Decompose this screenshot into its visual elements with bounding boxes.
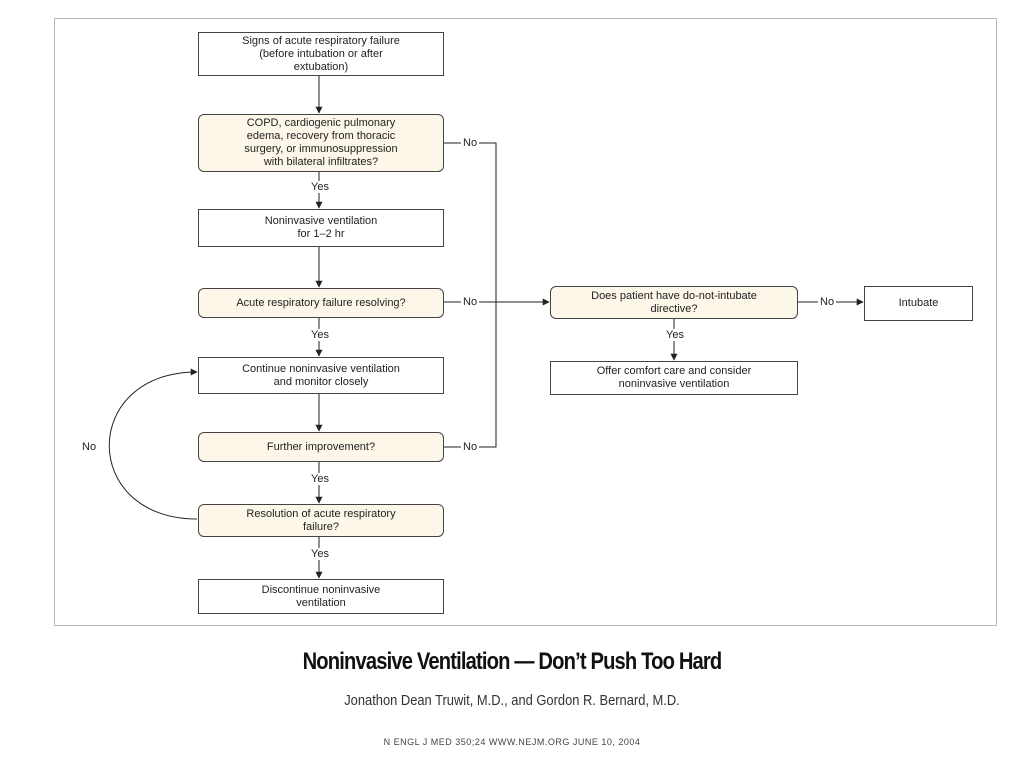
- flowchart-connectors: [108, 76, 864, 579]
- edge-improve-no: [443, 302, 497, 448]
- node-signs-of-failure: Signs of acute respiratory failure (befo…: [198, 32, 444, 76]
- node-dni-question: Does patient have do-not-intubate direct…: [550, 286, 798, 319]
- edge-label-copd-yes: Yes: [309, 181, 331, 193]
- edge-label-improve-yes: Yes: [309, 473, 331, 485]
- edge-label-dni-no: No: [818, 296, 837, 308]
- edge-label-resolution-yes: Yes: [309, 548, 331, 560]
- node-improvement-question: Further improvement?: [198, 432, 444, 462]
- node-resolution-text: Resolution of acute respiratory failure?: [246, 507, 396, 533]
- node-copd-text: COPD, cardiogenic pulmonary edema, recov…: [244, 117, 398, 168]
- node-improve-text: Further improvement?: [266, 440, 376, 453]
- node-continue-text: Continue noninvasive ventilation and mon…: [242, 362, 400, 388]
- node-niv-text: Noninvasive ventilation for 1–2 hr: [264, 215, 378, 240]
- article-title: Noninvasive Ventilation — Don’t Push Too…: [302, 648, 723, 675]
- node-continue-ventilation: Continue noninvasive ventilation and mon…: [198, 357, 444, 394]
- node-discontinue-text: Discontinue noninvasive ventilation: [261, 583, 381, 609]
- node-comfort-care: Offer comfort care and consider noninvas…: [550, 361, 798, 395]
- node-resolution-question: Resolution of acute respiratory failure?: [198, 504, 444, 537]
- node-intubate-text: Intubate: [898, 297, 939, 309]
- article-authors: Jonathon Dean Truwit, M.D., and Gordon R…: [344, 692, 680, 709]
- node-signs-text: Signs of acute respiratory failure (befo…: [242, 34, 400, 73]
- edge-resolution-no-loop: [108, 368, 198, 520]
- node-comfort-text: Offer comfort care and consider noninvas…: [596, 365, 752, 390]
- node-intubate: Intubate: [864, 286, 973, 321]
- edge-label-improve-no: No: [461, 441, 480, 453]
- node-dni-text: Does patient have do-not-intubate direct…: [591, 289, 757, 315]
- edge-label-dni-yes: Yes: [664, 329, 686, 341]
- edge-copd-no: [443, 142, 497, 302]
- node-resolving-question: Acute respiratory failure resolving?: [198, 288, 444, 318]
- article-citation: N ENGL J MED 350;24 WWW.NEJM.ORG JUNE 10…: [383, 737, 641, 747]
- node-noninvasive-ventilation: Noninvasive ventilation for 1–2 hr: [198, 209, 444, 247]
- node-resolving-text: Acute respiratory failure resolving?: [236, 296, 406, 309]
- edge-label-resolving-yes: Yes: [309, 329, 331, 341]
- edge-label-resolution-no: No: [80, 441, 99, 453]
- edge-label-resolving-no: No: [461, 296, 480, 308]
- node-discontinue-ventilation: Discontinue noninvasive ventilation: [198, 579, 444, 614]
- node-copd-question: COPD, cardiogenic pulmonary edema, recov…: [198, 114, 444, 172]
- edge-label-copd-no: No: [461, 137, 480, 149]
